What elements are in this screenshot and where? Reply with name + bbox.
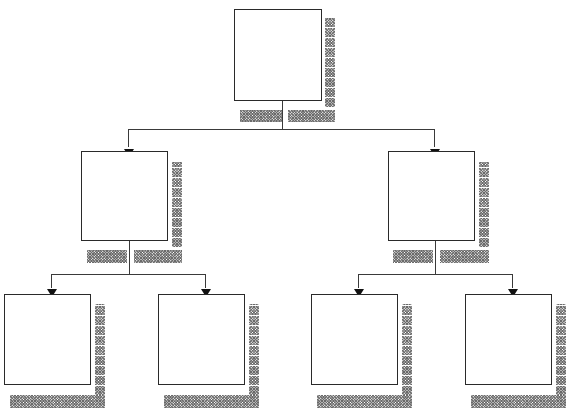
left-right-node-shadow-bottom (164, 395, 259, 408)
right-right-node-shadow-right (556, 304, 566, 396)
right-drop-line (434, 129, 435, 147)
right-right-node (465, 294, 552, 385)
left-left-arrowhead (47, 289, 57, 297)
right-node (388, 151, 475, 241)
level2-bar-line (128, 129, 435, 130)
left-right-node-shadow-right (249, 304, 259, 396)
right-stem-line (435, 241, 436, 274)
right-right-arrowhead (508, 289, 518, 297)
left-node-shadow-right (172, 162, 182, 248)
right-left-drop-line (358, 274, 359, 288)
right-node-shadow-bottom-left (393, 250, 433, 263)
left-right-node (158, 294, 245, 385)
right-left-node (311, 294, 398, 385)
root-node-shadow-bottom-right (288, 110, 335, 122)
right-right-drop-line (512, 274, 513, 288)
left-left-node (4, 294, 91, 385)
left-left-node-shadow-right (95, 304, 105, 396)
root-node-shadow-right (325, 18, 335, 108)
root-node-shadow-bottom-left (240, 110, 282, 122)
right-left-arrowhead (354, 289, 364, 297)
root-node (234, 9, 322, 101)
right-node-shadow-right (479, 162, 489, 248)
left-drop-line (128, 129, 129, 147)
left-stem-line (129, 241, 130, 274)
left-node (81, 151, 168, 241)
left-left-drop-line (51, 274, 52, 288)
right-node-shadow-bottom-right (440, 250, 489, 263)
right-left-node-shadow-bottom (317, 395, 412, 408)
left-children-bar-line (51, 274, 206, 275)
left-left-node-shadow-bottom (10, 395, 105, 408)
left-node-shadow-bottom-left (87, 250, 127, 263)
left-right-drop-line (205, 274, 206, 288)
root-stem-line (282, 101, 283, 129)
right-children-bar-line (358, 274, 513, 275)
left-node-shadow-bottom-right (134, 250, 182, 263)
right-left-node-shadow-right (402, 304, 412, 396)
left-right-arrowhead (201, 289, 211, 297)
right-right-node-shadow-bottom (471, 395, 566, 408)
